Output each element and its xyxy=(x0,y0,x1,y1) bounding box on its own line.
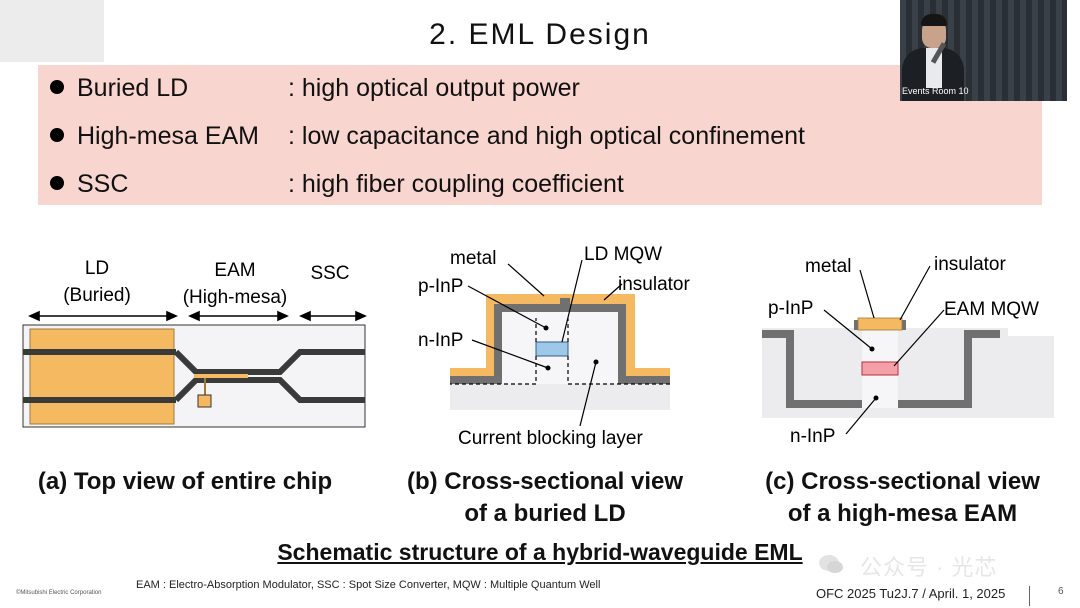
leader-lines xyxy=(823,265,945,435)
figure-c-label-line1: (c) Cross-sectional view xyxy=(765,468,1040,495)
insulator-layer xyxy=(762,330,1000,408)
figure-a-label: (a) Top view of entire chip xyxy=(37,468,333,495)
label-n-inp: n-InP xyxy=(418,330,463,351)
feature-name: Buried LD xyxy=(77,74,189,102)
label-metal: metal xyxy=(805,256,851,277)
footer-divider xyxy=(1029,586,1030,606)
figure-c-label-line2: of a high-mesa EAM xyxy=(787,500,1018,527)
eam-electrode xyxy=(194,374,248,378)
video-room-label: Events Room 10 xyxy=(902,86,969,96)
speaker-video[interactable]: Events Room 10 xyxy=(900,0,1067,101)
label-p-inp: p-InP xyxy=(768,298,813,319)
feature-desc: : high fiber coupling coefficient xyxy=(288,170,624,198)
waveguides xyxy=(23,349,365,403)
feature-item-buried-ld: Buried LD : high optical output power xyxy=(38,67,1042,107)
leader-lines xyxy=(467,259,623,427)
metal-contact xyxy=(857,317,903,331)
feature-name: High-mesa EAM xyxy=(77,122,259,150)
label-ssc: SSC xyxy=(310,263,349,284)
feature-item-high-mesa-eam: High-mesa EAM : low capacitance and high… xyxy=(38,115,1042,155)
insulator-layer xyxy=(450,298,670,384)
figure-caption: Schematic structure of a hybrid-waveguid… xyxy=(277,539,803,565)
feature-desc: : low capacitance and high optical confi… xyxy=(288,122,805,150)
figure-b-label-line2: of a buried LD xyxy=(464,500,626,527)
bullet-icon xyxy=(50,176,64,190)
ld-mqw-layer xyxy=(535,341,569,357)
wechat-icon xyxy=(819,555,843,573)
abbreviation-footnote: EAM : Electro-Absorption Modulator, SSC … xyxy=(136,579,601,591)
speaker-hair xyxy=(921,14,947,26)
feature-desc: : high optical output power xyxy=(288,74,580,102)
watermark-text: 公众号 · 光芯 xyxy=(860,555,998,580)
eam-mqw-layer xyxy=(861,361,899,376)
ld-electrode xyxy=(29,328,175,425)
feature-name: SSC xyxy=(77,170,129,198)
feature-list: Buried LD : high optical output power Hi… xyxy=(38,65,1042,205)
conference-reference: OFC 2025 Tu2J.7 / April. 1, 2025 xyxy=(816,586,1006,601)
label-eam-mqw: EAM MQW xyxy=(944,299,1039,320)
label-n-inp: n-InP xyxy=(790,426,835,447)
label-eam: EAM xyxy=(214,260,255,281)
bullet-icon xyxy=(50,80,64,94)
eam-bond-pad xyxy=(197,394,212,408)
figure-b-buried-ld: metal LD MQW p-InP insulator n-InP Curre… xyxy=(418,244,690,449)
label-ld-mqw: LD MQW xyxy=(584,244,662,265)
label-ld: LD xyxy=(85,258,109,279)
slide-title: 2. EML Design xyxy=(429,18,651,51)
figure-c-high-mesa-eam: metal insulator p-InP EAM MQW n-InP xyxy=(762,254,1054,447)
section-arrows xyxy=(28,310,367,322)
label-p-inp: p-InP xyxy=(418,276,463,297)
figure-a-top-view: LD (Buried) EAM (High-mesa) SSC xyxy=(22,258,367,428)
label-insulator: insulator xyxy=(618,274,690,295)
label-ld-buried: (Buried) xyxy=(63,285,131,306)
feature-item-ssc: SSC : high fiber coupling coefficient xyxy=(38,163,1042,203)
figure-b-label-line1: (b) Cross-sectional view xyxy=(406,468,684,495)
copyright-notice: ©Mitsubishi Electric Corporation xyxy=(16,590,102,596)
bullet-icon xyxy=(50,128,64,142)
label-insulator: insulator xyxy=(934,254,1006,275)
label-eam-high-mesa: (High-mesa) xyxy=(183,287,288,308)
label-current-blocking: Current blocking layer xyxy=(458,428,643,449)
current-blocking-boundary xyxy=(450,318,670,385)
label-metal: metal xyxy=(450,248,496,269)
page-number: 6 xyxy=(1058,586,1064,597)
title-accent-block xyxy=(0,0,104,62)
